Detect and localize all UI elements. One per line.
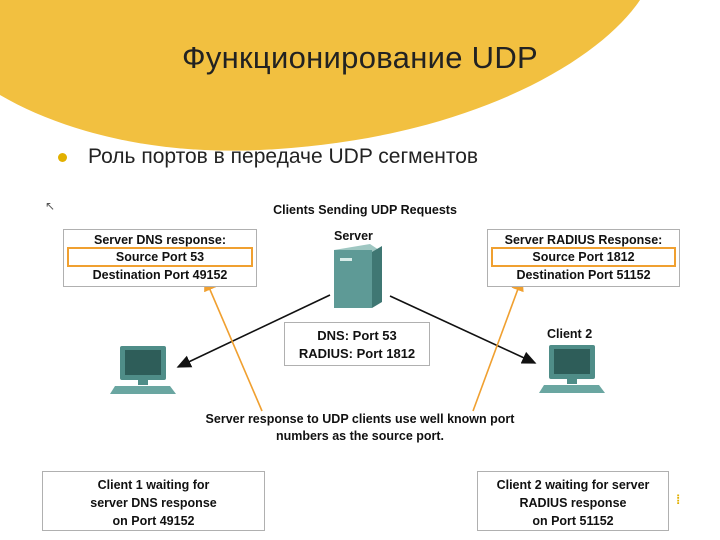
dns-response-box: Server DNS response: Source Port 53 Dest… [63,229,257,287]
client1-computer-icon [110,346,176,394]
dns-destination-port: Destination Port 49152 [92,268,228,282]
diagram-title: Clients Sending UDP Requests [273,203,457,217]
dns-callout-arrow [204,276,263,412]
dns-source-highlight [67,247,253,267]
diagram-caption: Server response to UDP clients use well … [150,411,570,445]
client2-computer-icon [539,345,605,393]
server-ports-box: DNS: Port 53 RADIUS: Port 1812 [284,322,430,366]
client1-waiting-box: Client 1 waiting for server DNS response… [42,471,265,531]
client1-wait-line-2: server DNS response [90,496,217,510]
dns-response-arrow [176,294,331,368]
cursor-icon: ↖ [45,199,56,213]
radius-response-arrow [389,295,537,364]
edge-decoration: ⁞ [676,492,681,507]
client1-wait-line-1: Client 1 waiting for [97,478,210,492]
caption-line-2: numbers as the source port. [275,429,445,443]
server-dns-port: DNS: Port 53 [317,328,397,343]
dns-source-port: Source Port 53 [115,250,205,264]
client2-label: Client 2 [547,327,593,341]
radius-callout-arrow [472,276,524,412]
radius-source-port: Source Port 1812 [532,250,635,264]
server-label: Server [334,229,373,243]
radius-destination-port: Destination Port 51152 [516,268,651,282]
dns-response-heading: Server DNS response: [93,233,226,247]
radius-response-box: Server RADIUS Response: Source Port 1812… [487,229,680,287]
client2-waiting-box: Client 2 waiting for server RADIUS respo… [477,471,669,531]
client1-wait-line-3: on Port 49152 [112,514,195,528]
slide-title: Функционирование UDP [181,40,539,75]
radius-source-highlight [491,247,676,267]
caption-line-1: Server response to UDP clients use well … [205,412,515,426]
radius-response-heading: Server RADIUS Response: [504,233,663,247]
bullet-icon [58,153,67,162]
client2-wait-line-2: RADIUS response [519,496,627,510]
server-icon [334,244,382,308]
client2-wait-line-1: Client 2 waiting for server [496,478,650,492]
server-radius-port: RADIUS: Port 1812 [298,346,416,361]
client2-wait-line-3: on Port 51152 [532,514,614,528]
bullet-text: Роль портов в передаче UDP сегментов [88,145,479,168]
